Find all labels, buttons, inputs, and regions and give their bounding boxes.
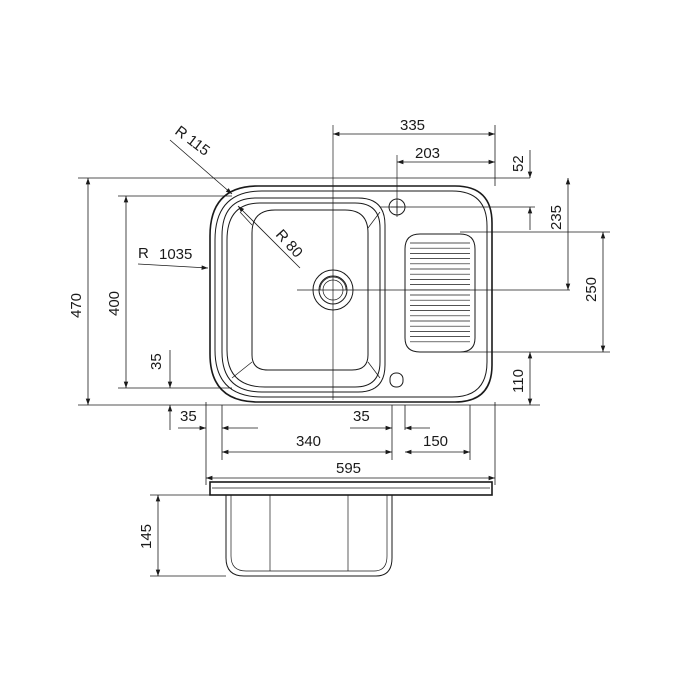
side-bowl	[225, 495, 393, 577]
overflow-hole	[389, 372, 404, 388]
dim-label-235: 235	[548, 205, 565, 230]
dim-label-470: 470	[68, 293, 85, 318]
dim-label-150: 150	[423, 433, 448, 450]
dim-label-400: 400	[106, 291, 123, 316]
dimension-labels: 335 203 52 235 250 110 470 400 35 35 35 …	[68, 117, 600, 549]
sink-outer-rim	[209, 185, 493, 403]
dim-label-35-left: 35	[148, 353, 165, 370]
dim-label-340: 340	[296, 433, 321, 450]
dim-label-203: 203	[415, 145, 440, 162]
sink-side-view	[209, 481, 493, 577]
dim-label-1035: 1035	[159, 246, 192, 263]
dim-label-595: 595	[336, 460, 361, 477]
dim-label-35-bottom-right: 35	[353, 408, 370, 425]
dim-label-52: 52	[510, 155, 527, 172]
sink-plan-view	[209, 185, 493, 403]
side-rim	[209, 481, 493, 496]
dimension-lines	[78, 125, 610, 577]
sink-inner-rim	[214, 190, 488, 398]
dim-label-145: 145	[138, 524, 155, 549]
dim-label-335: 335	[400, 117, 425, 134]
drainer-ribs	[410, 242, 470, 343]
dim-label-r115: R 115	[172, 123, 213, 160]
dim-label-35-bottom-left: 35	[180, 408, 197, 425]
dim-label-r80: R 80	[272, 226, 306, 261]
center-lines	[297, 125, 570, 400]
drainer-board	[404, 233, 476, 353]
dim-label-250: 250	[583, 277, 600, 302]
main-bowl	[221, 197, 386, 393]
dim-label-110: 110	[510, 369, 527, 393]
dim-label-r-prefix: R	[138, 245, 149, 262]
